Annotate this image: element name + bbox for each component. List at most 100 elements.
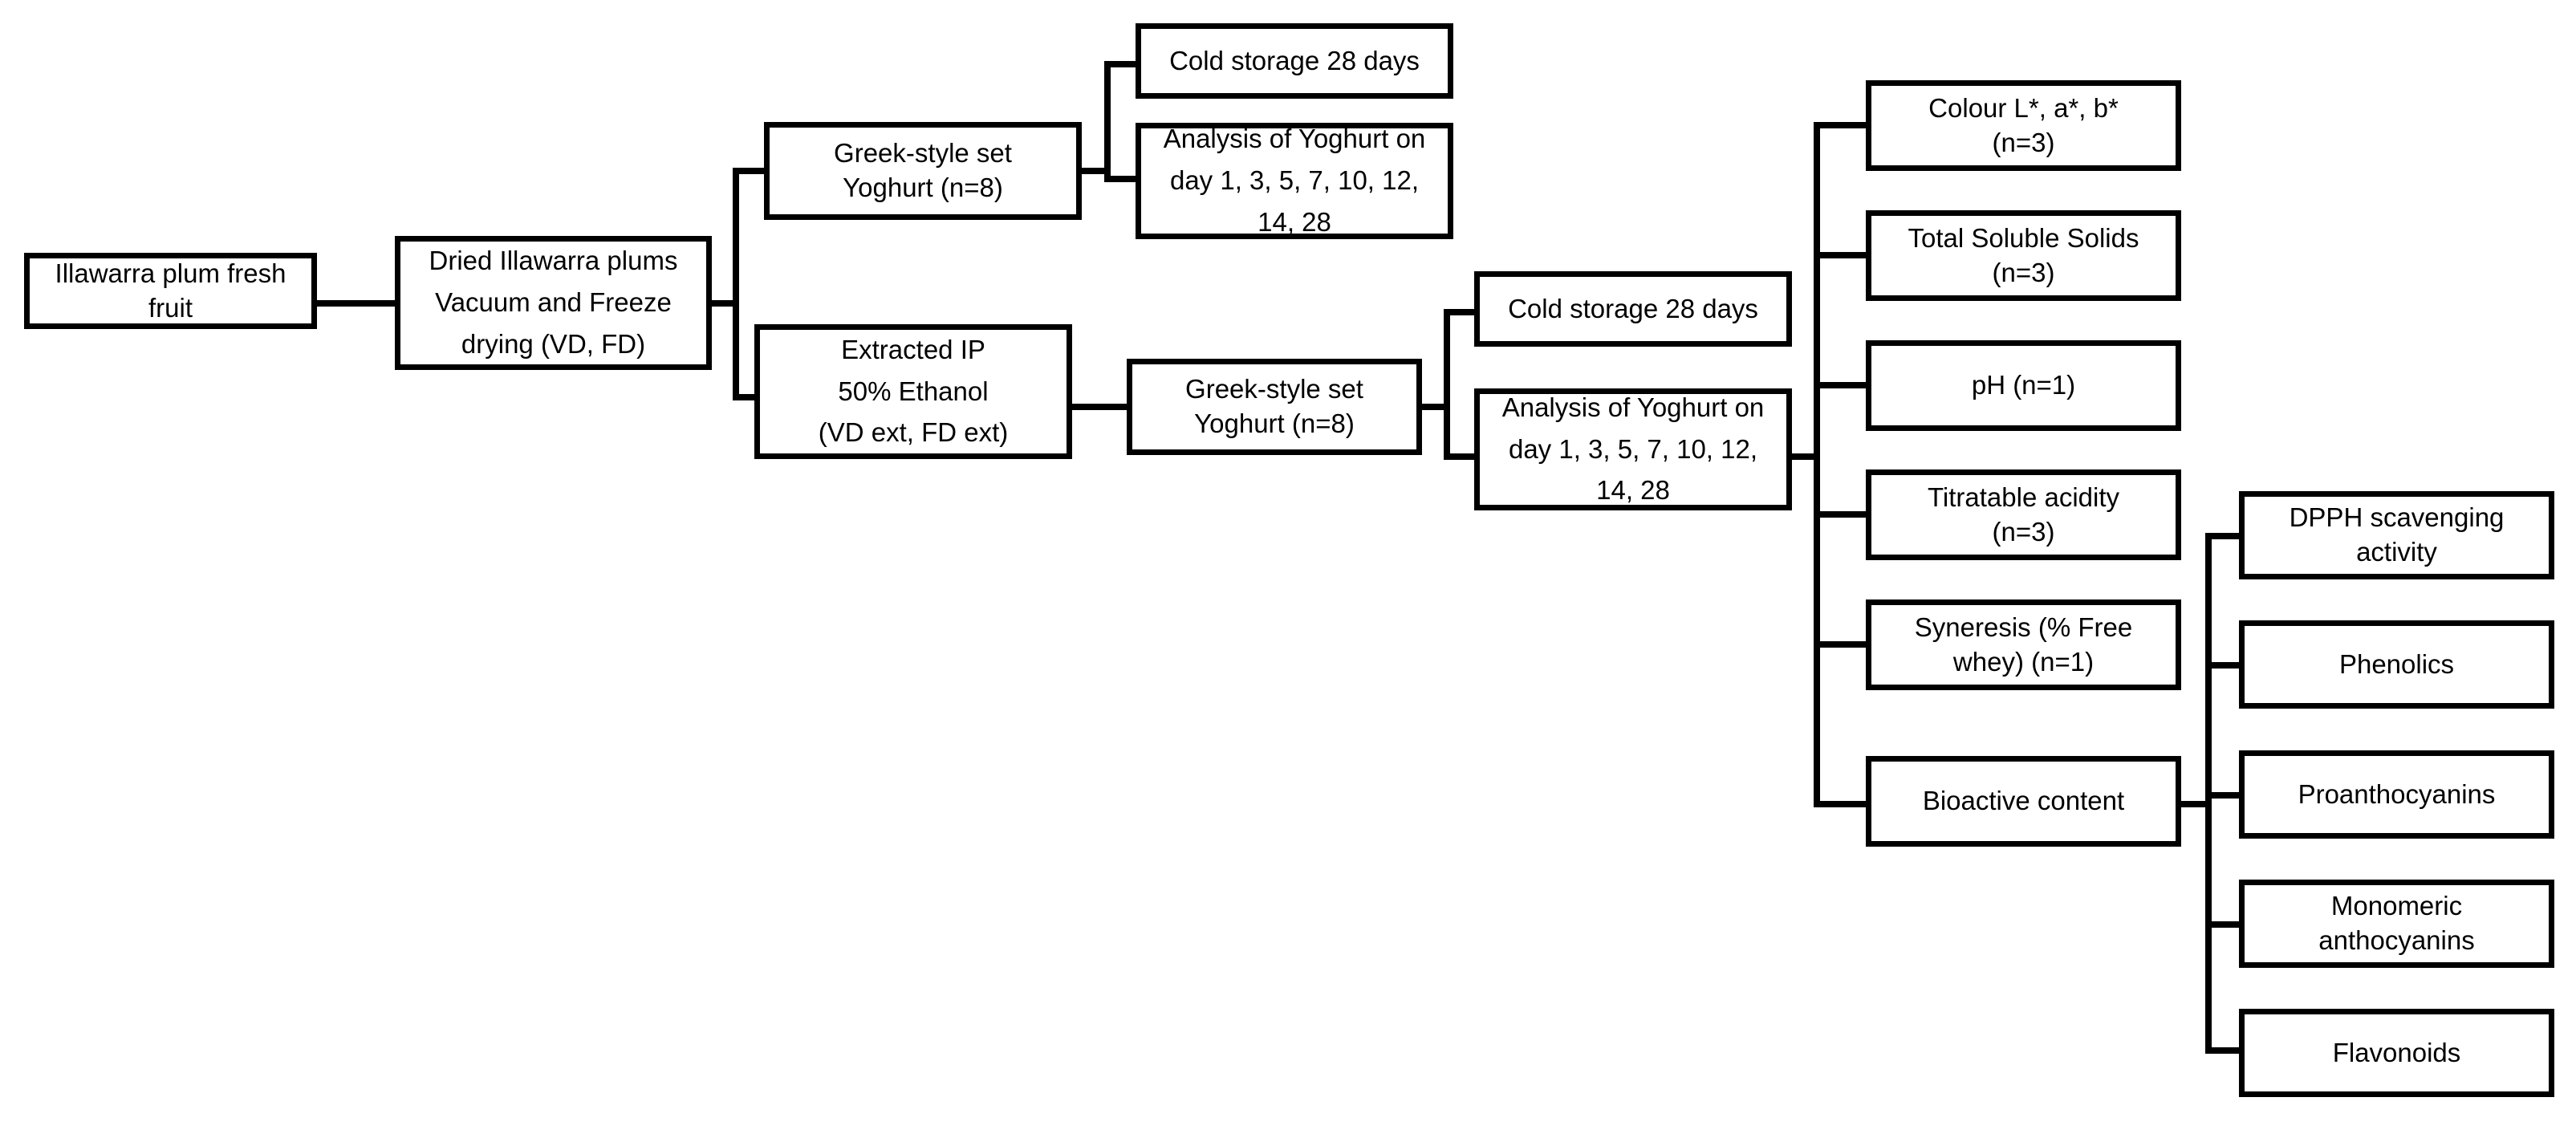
node-label-line: pH (n=1) [1971,370,2076,400]
node-label-line: activity [2356,537,2437,567]
node-label-colour: Colour L*, a*, b* (n=3) [1879,91,2168,161]
node-label-line: day 1, 3, 5, 7, 10, 12, [1508,433,1758,464]
node-label-line: (VD ext, FD ext) [818,417,1009,448]
node-label-line: 50% Ethanol [838,376,989,406]
bioassay-to-phenolics [2205,662,2244,669]
node-label-cold_storage_2: Cold storage 28 days [1488,292,1778,327]
node-label-line: Monomeric [2330,891,2463,921]
node-label-line: Syneresis (% Free [1914,612,2133,642]
params-to-syneresis [1814,641,1870,648]
greek1-branch-trunk [1104,61,1111,181]
node-label-dpph: DPPH scavenging activity [2253,501,2541,570]
node-label-bioactive_content: Bioactive content [1879,784,2168,819]
node-label-titratable_acidity: Titratable acidity (n=3) [1879,481,2168,550]
node-ph[interactable]: pH (n=1) [1866,340,2181,431]
node-cold_storage_1[interactable]: Cold storage 28 days [1136,23,1453,99]
node-label-line: Vacuum and Freeze [435,287,672,318]
node-colour[interactable]: Colour L*, a*, b* (n=3) [1866,80,2181,171]
params-to-ta [1814,511,1870,518]
node-phenolics[interactable]: Phenolics [2239,620,2554,709]
node-label-line: drying (VD, FD) [461,328,646,359]
node-label-line: (n=3) [1992,127,2055,157]
bioassay-to-flavonoids [2205,1047,2244,1054]
node-label-line: Yoghurt (n=8) [843,173,1003,202]
bioassay-to-dpph [2205,533,2244,539]
analysis2-out-stub [1790,453,1819,460]
node-label-ph: pH (n=1) [1879,368,2168,403]
node-proanthocyanins[interactable]: Proanthocyanins [2239,750,2554,839]
branch-to-analysis1-h [1104,176,1138,182]
node-label-syneresis: Syneresis (% Free whey) (n=1) [1879,611,2168,680]
node-label-line: (n=3) [1992,516,2055,547]
node-label-line: 14, 28 [1258,206,1331,237]
node-label-line: Greek-style set [1185,374,1363,404]
node-monomeric_anthocyanins[interactable]: Monomeric anthocyanins [2239,880,2554,968]
node-label-line: Greek-style set [834,138,1012,169]
node-label-line: Bioactive content [1922,786,2125,816]
node-label-extracted_ip: Extracted IP 50% Ethanol (VD ext, FD ext) [768,326,1058,458]
greek2-branch-trunk [1444,309,1450,460]
node-label-line: Titratable acidity [1927,482,2120,512]
bioassay-to-monomeric [2205,921,2244,928]
params-trunk [1814,122,1820,807]
node-label-line: Illawarra plum fresh [55,258,286,288]
branch-to-analysis2 [1444,453,1477,460]
node-label-line: Dried Illawarra plums [429,246,678,276]
node-label-line: Yoghurt (n=8) [1194,408,1355,438]
node-bioactive_content[interactable]: Bioactive content [1866,756,2181,847]
node-label-line: Extracted IP [841,334,985,364]
node-total_soluble_solids[interactable]: Total Soluble Solids(n=3) [1866,210,2181,301]
node-label-line: whey) (n=1) [1952,646,2095,677]
node-label-analysis_2: Analysis of Yoghurt on day 1, 3, 5, 7, 10… [1488,384,1778,516]
node-label-analysis_1: Analysis of Yoghurt on day 1, 3, 5, 7, 10… [1149,115,1440,247]
node-label-total_soluble_solids: Total Soluble Solids(n=3) [1879,221,2168,291]
node-label-line: anthocyanins [2318,925,2475,955]
bioassay-to-proantho [2205,792,2244,799]
params-to-colour [1814,122,1870,128]
branch-to-greek1 [733,168,766,174]
node-extracted_ip[interactable]: Extracted IP 50% Ethanol (VD ext, FD ext) [754,324,1072,459]
greek1-out-stub [1080,168,1111,174]
node-cold_storage_2[interactable]: Cold storage 28 days [1474,271,1792,347]
node-label-line: Proanthocyanins [2298,778,2496,809]
node-label-line: day 1, 3, 5, 7, 10, 12, [1169,165,1420,196]
node-label-phenolics: Phenolics [2253,648,2541,682]
branch-to-coldstorage2 [1444,309,1477,315]
node-label-line: Colour L*, a*, b* [1928,92,2119,123]
node-label-line: (n=3) [1992,257,2055,287]
params-to-tss [1814,252,1870,258]
bioactive-out-stub [2180,801,2212,807]
greek2-out-stub [1420,404,1449,410]
params-to-bioactive [1814,801,1870,807]
node-titratable_acidity[interactable]: Titratable acidity (n=3) [1866,469,2181,560]
node-label-line: Analysis of Yoghurt on [1501,392,1765,422]
node-label-line: Flavonoids [2332,1037,2461,1067]
node-flavonoids[interactable]: Flavonoids [2239,1009,2554,1097]
node-syneresis[interactable]: Syneresis (% Free whey) (n=1) [1866,599,2181,690]
node-analysis_1[interactable]: Analysis of Yoghurt on day 1, 3, 5, 7, 10… [1136,123,1453,239]
dried-branch-stub [710,300,739,307]
node-label-line: 14, 28 [1596,475,1670,506]
node-label-proanthocyanins: Proanthocyanins [2253,778,2541,812]
node-label-monomeric_anthocyanins: Monomeric anthocyanins [2253,889,2541,958]
node-label-cold_storage_1: Cold storage 28 days [1149,44,1440,79]
node-label-flavonoids: Flavonoids [2253,1036,2541,1071]
branch-to-coldstorage1 [1104,61,1138,67]
node-label-line: Phenolics [2338,648,2455,679]
node-dpph[interactable]: DPPH scavenging activity [2239,491,2554,579]
node-label-line: Analysis of Yoghurt on [1163,124,1426,154]
node-label-line: DPPH scavenging [2289,502,2505,533]
node-analysis_2[interactable]: Analysis of Yoghurt on day 1, 3, 5, 7, 10… [1474,388,1792,510]
fresh-to-dried-link [315,300,396,307]
branch-to-extracted [733,394,758,400]
dried-branch-trunk [733,168,739,400]
